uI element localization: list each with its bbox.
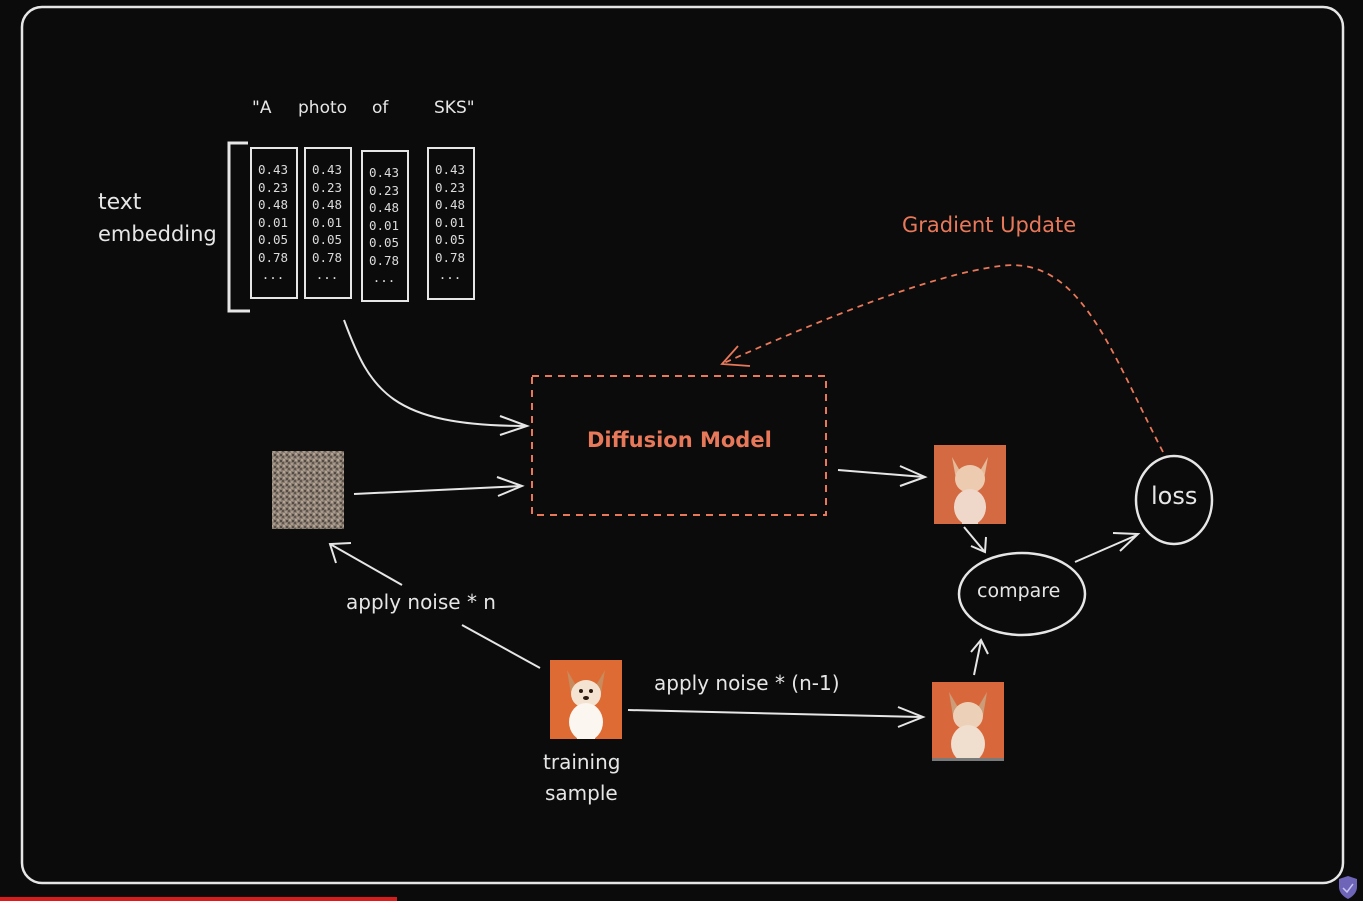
diffusion-output-image: [934, 445, 1006, 524]
embedding-value: 0.01: [257, 214, 289, 230]
arrow-noise-to-model: [353, 485, 523, 495]
embedding-value: 0.23: [311, 179, 343, 195]
token-label: of: [372, 98, 389, 118]
embedding-value: 0.01: [311, 214, 343, 230]
arrow-sample-to-noise-upper: [329, 543, 403, 586]
arrowhead: [328, 542, 352, 564]
training-sample-image: [550, 660, 622, 739]
embedding-column-box: [304, 147, 352, 299]
embedding-value: 0.48: [434, 197, 466, 212]
compare-label: compare: [977, 580, 1061, 602]
arrow-sample-to-target: [627, 709, 923, 718]
embedding-value: 0.05: [368, 235, 400, 250]
token-label: photo: [298, 98, 348, 118]
embedding-value: 0.23: [368, 182, 400, 198]
compare-node: [957, 551, 1087, 637]
embedding-value: 0.43: [434, 162, 466, 177]
embedding-column-box: [361, 150, 409, 302]
loss-label: loss: [1151, 482, 1198, 510]
arrow-model-to-output: [837, 469, 925, 478]
noisy-target-image: [932, 682, 1004, 761]
embedding-value: 0.43: [368, 165, 400, 180]
loss-node: [1134, 454, 1214, 546]
embedding-column: 0.43 0.23 0.48 0.01 0.05 0.78 ...: [306, 161, 348, 284]
training-sample-label-line2: sample: [545, 781, 618, 805]
embedding-value: 0.05: [257, 232, 289, 247]
embedding-column: 0.43 0.23 0.48 0.01 0.05 0.78 ...: [363, 164, 405, 287]
arrow-output-to-compare: [963, 526, 985, 552]
embedding-column: 0.43 0.23 0.48 0.01 0.05 0.78 ...: [429, 161, 471, 284]
embedding-value: ...: [261, 267, 285, 282]
arrowhead: [499, 415, 531, 436]
embedding-value: 0.78: [434, 249, 466, 265]
token-label: "A: [252, 98, 272, 118]
apply-noise-n-minus-1-label: apply noise * (n-1): [654, 671, 840, 695]
embedding-value: 0.23: [434, 179, 466, 195]
embedding-value: 0.48: [368, 200, 400, 215]
embedding-value: ...: [315, 267, 339, 282]
embedding-value: 0.43: [257, 162, 289, 177]
arrow-embedding-to-model: [343, 319, 527, 427]
embedding-bracket: [227, 141, 250, 313]
gradient-update-arrow: [723, 264, 1164, 453]
text-embedding-label-line1: text: [98, 190, 142, 215]
arrowhead: [496, 476, 525, 497]
noise-image: [272, 451, 344, 529]
apply-noise-n-label: apply noise * n: [346, 590, 496, 614]
text-embedding-label-line2: embedding: [98, 222, 217, 246]
video-progress-bar[interactable]: [0, 897, 397, 901]
embedding-value: 0.01: [434, 214, 466, 230]
arrowhead: [720, 345, 751, 367]
embedding-value: 0.43: [311, 162, 343, 177]
embedding-value: ...: [438, 267, 462, 282]
arrow-target-to-compare: [973, 640, 982, 676]
embedding-value: 0.01: [368, 217, 400, 233]
arrowhead: [970, 536, 987, 554]
arrow-compare-to-loss: [1074, 534, 1138, 563]
arrow-sample-to-noise-lower: [461, 624, 541, 669]
embedding-value: 0.05: [434, 232, 466, 247]
arrowhead: [970, 638, 989, 655]
arrowhead: [899, 465, 928, 487]
embedding-value: 0.48: [257, 197, 289, 212]
token-label: SKS": [434, 98, 475, 118]
embedding-column: 0.43 0.23 0.48 0.01 0.05 0.78 ...: [252, 161, 294, 284]
embedding-value: 0.78: [257, 249, 289, 265]
arrowhead: [897, 706, 926, 728]
embedding-value: 0.78: [311, 249, 343, 265]
embedding-value: 0.23: [257, 179, 289, 195]
shield-icon: [1339, 876, 1357, 899]
embedding-value: ...: [372, 270, 396, 285]
embedding-column-box: [427, 147, 475, 300]
diffusion-model-label: Diffusion Model: [587, 428, 772, 452]
embedding-value: 0.78: [368, 252, 400, 268]
frame-border: [20, 5, 1345, 885]
arrowhead: [1112, 532, 1141, 552]
gradient-update-label: Gradient Update: [902, 213, 1077, 237]
embedding-value: 0.05: [311, 232, 343, 247]
training-sample-label-line1: training: [543, 750, 621, 774]
diffusion-model-box: [531, 375, 827, 516]
embedding-column-box: [250, 147, 298, 299]
embedding-value: 0.48: [311, 197, 343, 212]
